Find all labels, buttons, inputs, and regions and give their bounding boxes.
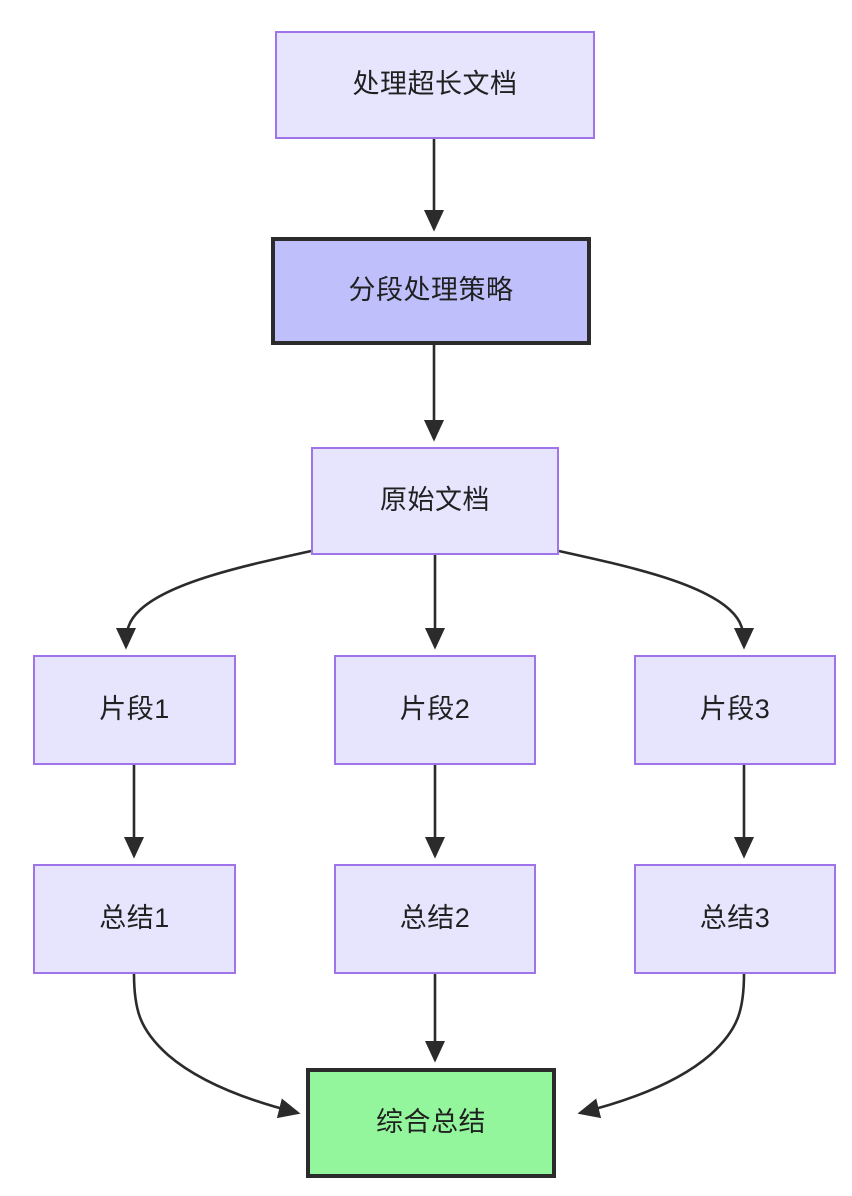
node-label: 片段2 xyxy=(399,694,471,725)
node-label: 总结1 xyxy=(99,903,170,934)
node-chunking-strategy[interactable]: 分段处理策略 xyxy=(271,237,591,345)
edge-source-doc-to-chunk1 xyxy=(115,549,312,650)
node-label: 总结2 xyxy=(399,903,471,934)
node-label: 片段1 xyxy=(99,694,170,725)
node-chunk-1[interactable]: 片段1 xyxy=(33,655,236,765)
edge-summary3-to-final xyxy=(577,973,746,1119)
node-label: 片段3 xyxy=(699,694,771,725)
edge-summary1-to-final xyxy=(132,973,301,1119)
node-source-document[interactable]: 原始文档 xyxy=(311,447,559,555)
node-summary-3[interactable]: 总结3 xyxy=(634,864,836,974)
node-label: 原始文档 xyxy=(380,485,490,516)
node-summary-1[interactable]: 总结1 xyxy=(33,864,236,974)
node-label: 综合总结 xyxy=(376,1107,486,1138)
node-final-summary[interactable]: 综合总结 xyxy=(306,1068,556,1178)
node-label: 处理超长文档 xyxy=(352,69,518,100)
node-label: 分段处理策略 xyxy=(348,275,514,306)
node-chunk-3[interactable]: 片段3 xyxy=(634,655,836,765)
edge-source-doc-to-chunk3 xyxy=(558,549,755,650)
node-process-long-document[interactable]: 处理超长文档 xyxy=(275,31,595,139)
node-summary-2[interactable]: 总结2 xyxy=(334,864,536,974)
node-label: 总结3 xyxy=(699,903,771,934)
node-chunk-2[interactable]: 片段2 xyxy=(334,655,536,765)
